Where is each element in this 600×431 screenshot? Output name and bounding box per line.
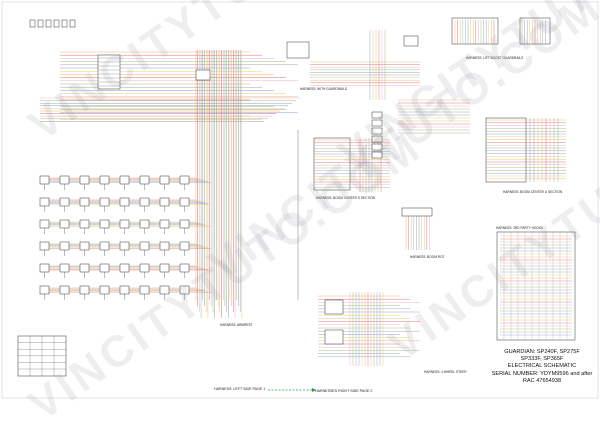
connector-armrest-0-4 (119, 175, 130, 185)
connector-armrest-4-4 (119, 263, 130, 273)
label-harness-boom-center-u: HARNESS: BOOM CENTER U SECTION (503, 190, 563, 194)
connector-armrest-3-3 (99, 241, 110, 251)
connector-armrest-5-7 (179, 285, 190, 295)
connector-center-1 (371, 119, 383, 127)
connector-steer-1 (324, 299, 344, 315)
connector-center-4 (371, 143, 383, 151)
connector-armrest-3-1 (59, 241, 70, 251)
connector-armrest-3-2 (79, 241, 90, 251)
connector-armrest-2-1 (59, 219, 70, 229)
connector-top-3 (53, 19, 60, 28)
connector-armrest-4-7 (179, 263, 190, 273)
label-harness-boom-rot: HARNESS: BOOM ROT (410, 255, 445, 259)
connector-armrest-1-5 (139, 197, 150, 207)
wire-layer (1, 1, 599, 399)
connector-armrest-2-5 (139, 219, 150, 229)
connector-armrest-4-6 (159, 263, 170, 273)
module-controller (97, 54, 121, 90)
connector-center-2 (371, 127, 383, 135)
connector-armrest-3-5 (139, 241, 150, 251)
connector-armrest-3-4 (119, 241, 130, 251)
connector-armrest-3-0 (39, 241, 50, 251)
label-harness-3rd-party-hooks: HARNESS: 3RD PARTY HOOKS (496, 226, 544, 230)
connector-armrest-2-0 (39, 219, 50, 229)
connector-armrest-1-7 (179, 197, 190, 207)
module-guardrails (286, 41, 310, 59)
title-block: GUARDIAN: SP240F, SP275F SP333F, SP365F … (486, 349, 598, 385)
connector-armrest-5-0 (39, 285, 50, 295)
block-liftboost (451, 17, 499, 45)
connector-armrest-1-1 (59, 197, 70, 207)
connector-armrest-0-6 (159, 175, 170, 185)
connector-armrest-2-7 (179, 219, 190, 229)
connector-armrest-5-5 (139, 285, 150, 295)
title-line-doc-type: ELECTRICAL SCHEMATIC (507, 363, 577, 370)
connector-guardrails-1 (403, 35, 419, 47)
connector-armrest-2-6 (159, 219, 170, 229)
connector-armrest-0-1 (59, 175, 70, 185)
connector-armrest-0-2 (79, 175, 90, 185)
nav-right-side-page[interactable]: HARNESSES RIGHT SIDE PAGE 2 (315, 389, 373, 393)
label-harness-liftboost-guardrails: HARNESS: LIFT BOOST GUARDRAILS (466, 56, 524, 60)
connector-armrest-5-6 (159, 285, 170, 295)
connector-armrest-4-0 (39, 263, 50, 273)
connector-armrest-0-3 (99, 175, 110, 185)
label-harness-boom-center-s: HARNESS: BOOM CENTER S SECTION (316, 196, 375, 200)
module-relay (195, 69, 211, 81)
connector-armrest-4-3 (99, 263, 110, 273)
block-boom-center-u (485, 117, 527, 183)
sheet-border (1, 1, 599, 399)
connector-armrest-1-3 (99, 197, 110, 207)
connector-armrest-5-4 (119, 285, 130, 295)
title-line-part-number: RAC 47654938 (522, 377, 562, 384)
nav-left-side-page[interactable]: HARNESS: LEFT SIDE PAGE 1 (214, 387, 266, 391)
label-harness-armrest: HARNESS: ARMREST (220, 323, 253, 327)
connector-armrest-2-4 (119, 219, 130, 229)
connector-armrest-3-6 (159, 241, 170, 251)
connector-armrest-2-3 (99, 219, 110, 229)
connector-armrest-0-5 (139, 175, 150, 185)
connector-armrest-2-2 (79, 219, 90, 229)
connector-armrest-1-6 (159, 197, 170, 207)
title-line-models: GUARDIAN: SP240F, SP275F (504, 349, 580, 355)
connector-armrest-4-2 (79, 263, 90, 273)
connector-armrest-4-1 (59, 263, 70, 273)
label-harness-4-wheel-steer: HARNESS: 4 WHEEL STEER (424, 370, 467, 374)
panel-3rd-party-hooks (496, 231, 576, 341)
nav-arrow-head (312, 388, 316, 392)
connector-armrest-0-0 (39, 175, 50, 185)
connector-center-3 (371, 135, 383, 143)
connector-armrest-5-1 (59, 285, 70, 295)
connector-armrest-3-7 (179, 241, 190, 251)
label-harness-with-guardrails: HARNESS: WITH GUARDRAILS (300, 87, 347, 91)
connector-armrest-1-2 (79, 197, 90, 207)
connector-armrest-1-0 (39, 197, 50, 207)
connector-top-0 (29, 19, 36, 28)
connector-center-0 (371, 111, 383, 119)
connector-armrest-5-2 (79, 285, 90, 295)
connector-armrest-1-4 (119, 197, 130, 207)
connector-top-4 (61, 19, 68, 28)
connector-armrest-5-3 (99, 285, 110, 295)
block-boom-center-s (313, 137, 351, 191)
block-boom-rot (401, 207, 433, 217)
connector-armrest-0-7 (179, 175, 190, 185)
connector-steer-2 (324, 329, 344, 345)
connector-armrest-4-5 (139, 263, 150, 273)
title-line-models-2: SP333F, SP365F (520, 356, 564, 363)
title-line-serial: SERIAL NUMBER: YDYM9596 and after (491, 370, 593, 377)
connector-top-1 (37, 19, 44, 28)
connector-top-5 (69, 19, 76, 28)
connector-center-5 (371, 151, 383, 159)
connector-top-2 (45, 19, 52, 28)
